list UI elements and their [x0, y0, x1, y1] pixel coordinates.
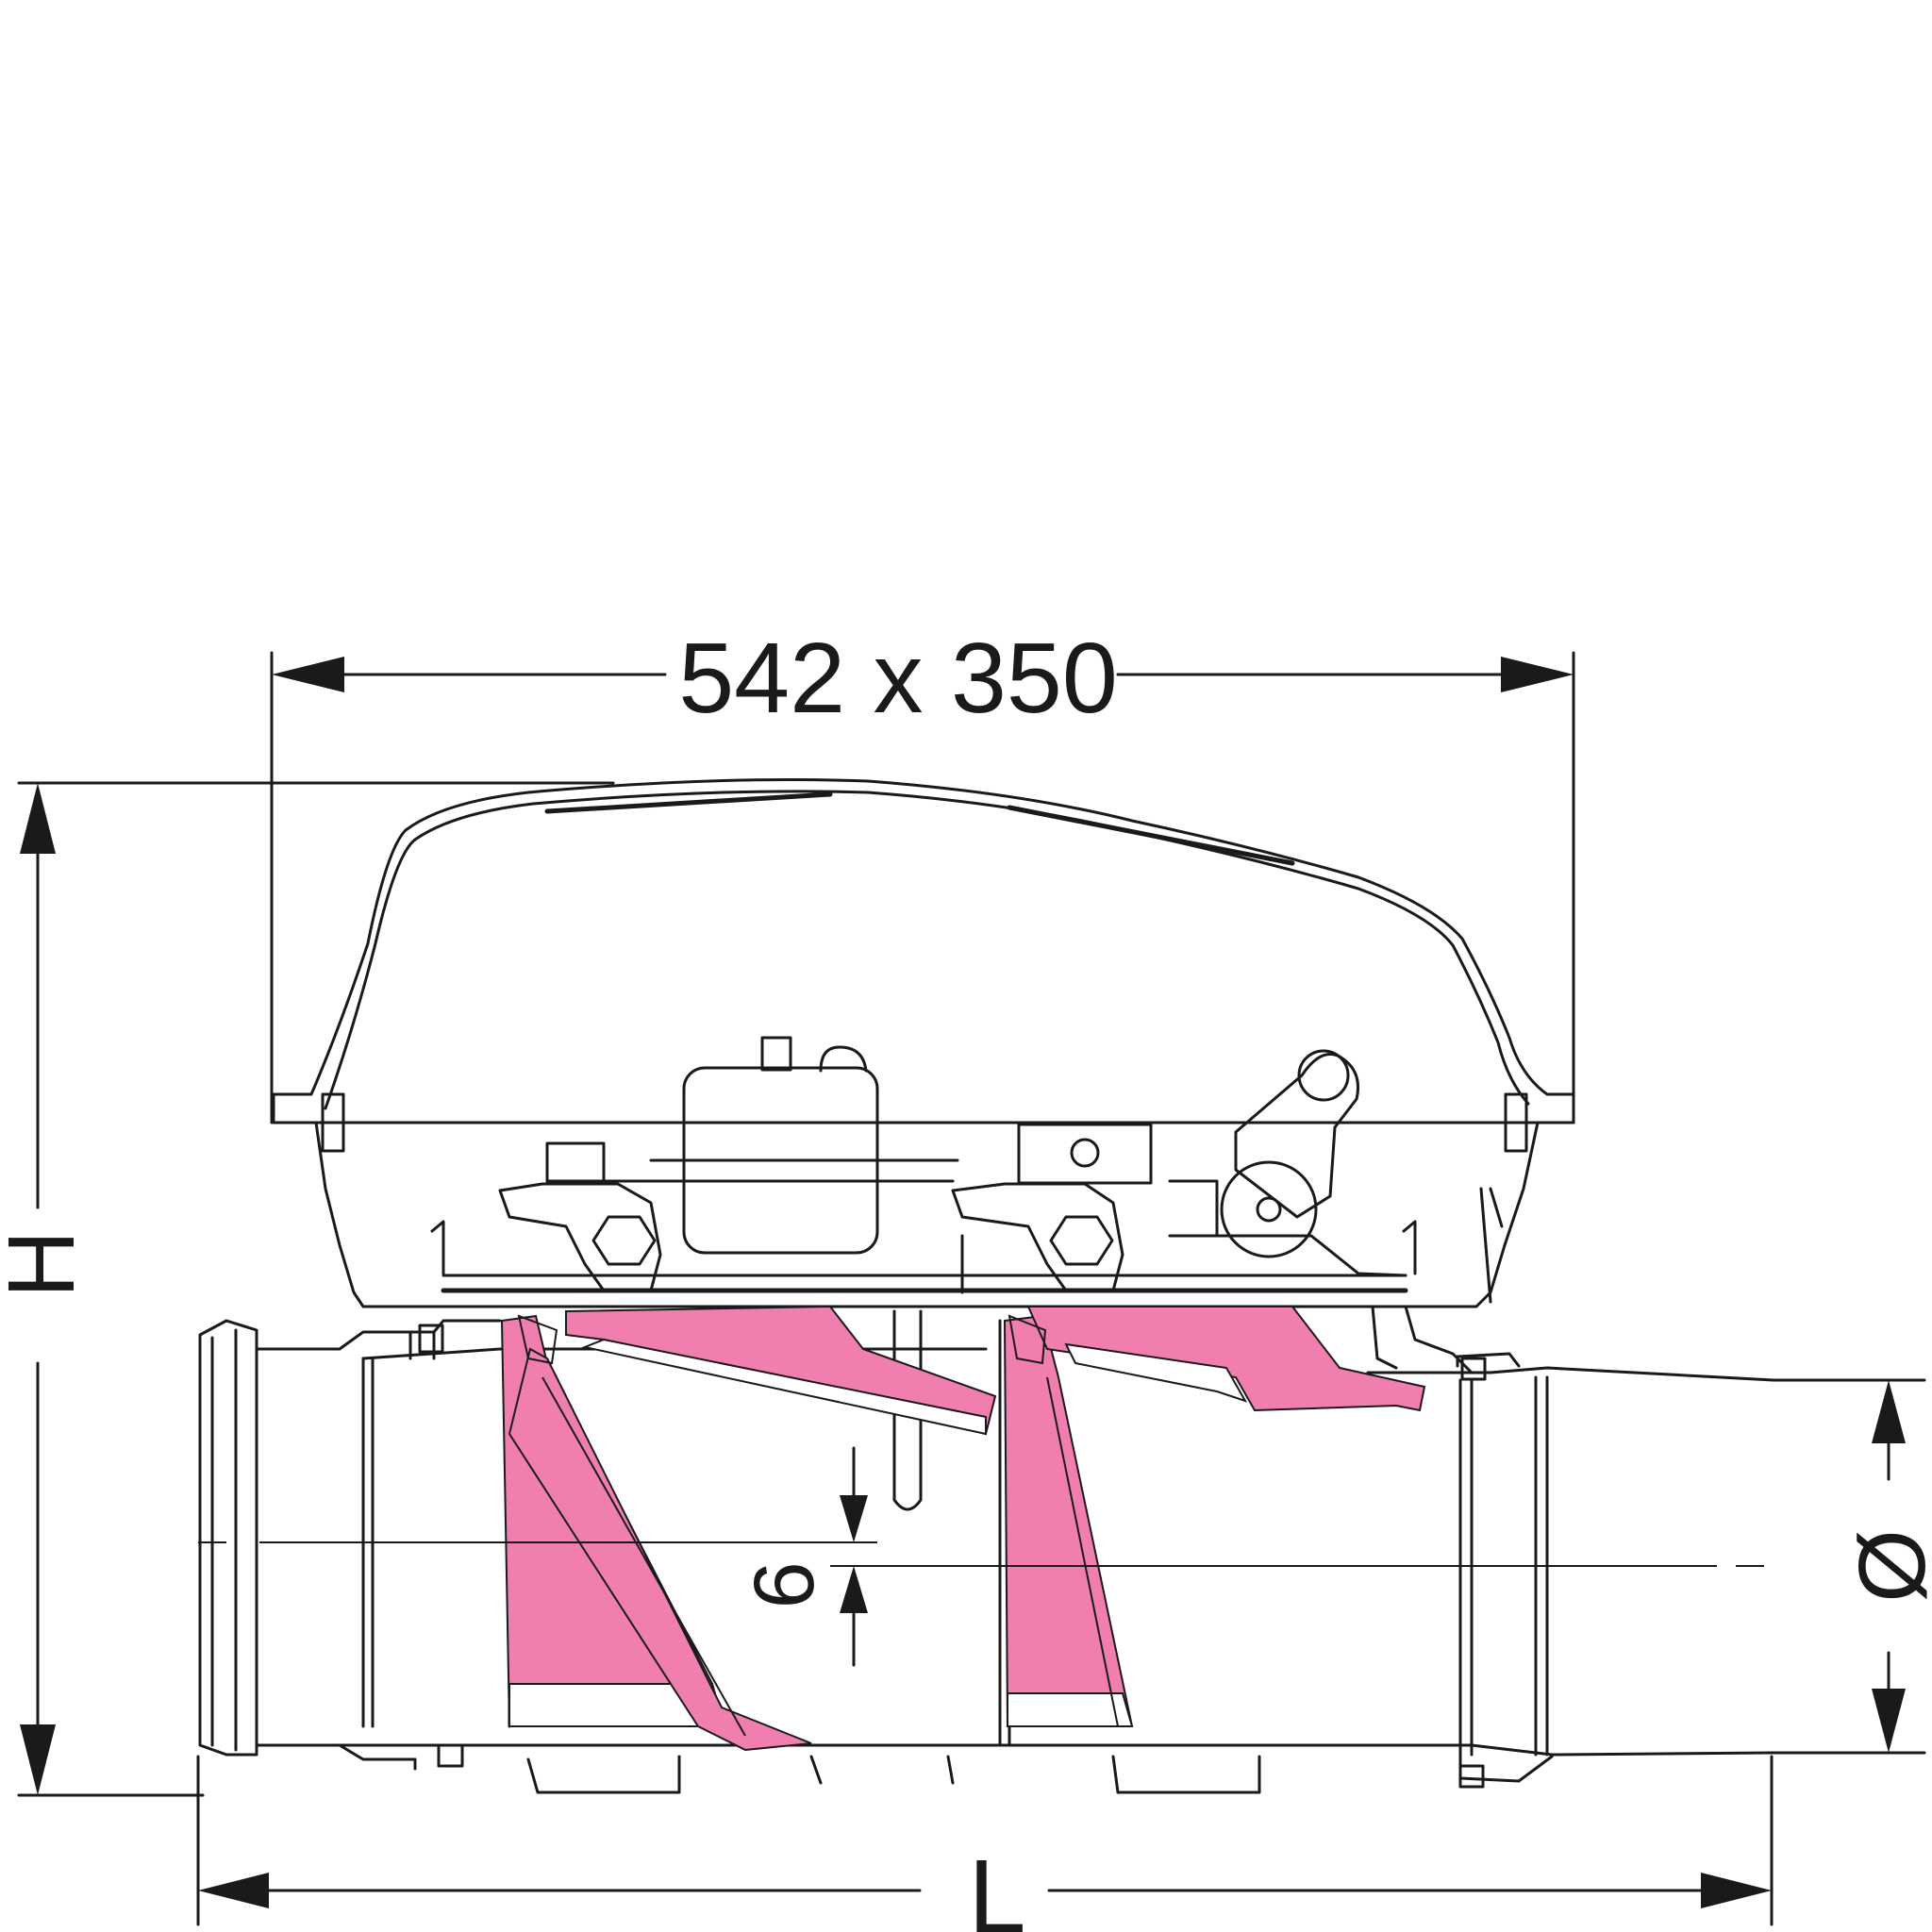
length-dimension-label: L [968, 1839, 1025, 1932]
hex-nut-right [1049, 1215, 1114, 1266]
hex-nut-left [591, 1215, 657, 1266]
cover-lid-inner [324, 790, 1530, 1110]
housing-right-wall [1404, 1121, 1540, 1308]
arrow-down-icon [840, 1495, 868, 1542]
left-flap-arm [508, 1347, 812, 1752]
height-dimension-label: H [0, 1230, 94, 1298]
arrow-right-icon [1501, 657, 1574, 692]
left-socket [198, 1319, 258, 1757]
guide-rod [892, 1309, 923, 1511]
right-flap-body [1003, 1314, 1134, 1727]
arrow-left-icon [272, 657, 344, 692]
diameter-dimension-label: Ø [1840, 1529, 1932, 1603]
arrow-down-icon [20, 1724, 56, 1795]
arrow-up-icon [1872, 1380, 1906, 1443]
arrow-up-icon [20, 783, 56, 854]
pipe-top-edge [361, 1347, 1775, 1382]
arrow-up-icon [840, 1566, 868, 1613]
housing-left-wall [314, 1121, 445, 1308]
cover-lid [272, 778, 1575, 1124]
length-dimension: L [196, 1755, 1774, 1932]
arrow-left-icon [198, 1873, 269, 1908]
width-dimension: 542 x 350 [270, 623, 1575, 1124]
cam-wheel [1220, 1160, 1318, 1258]
arrow-right-icon [1701, 1873, 1772, 1908]
center-lines [198, 1541, 1764, 1567]
offset-dimension-label: 9 [736, 1561, 830, 1608]
pipe-bottom-edge [255, 1743, 1775, 1757]
offset-dimension: 9 [736, 1446, 868, 1667]
width-dimension-label: 542 x 350 [678, 623, 1118, 734]
check-flaps [500, 1305, 1426, 1752]
height-dimension: H [0, 781, 615, 1797]
valve-body [198, 778, 1775, 1794]
diameter-dimension: Ø [1772, 1378, 1932, 1755]
arrow-down-icon [1872, 1689, 1906, 1753]
